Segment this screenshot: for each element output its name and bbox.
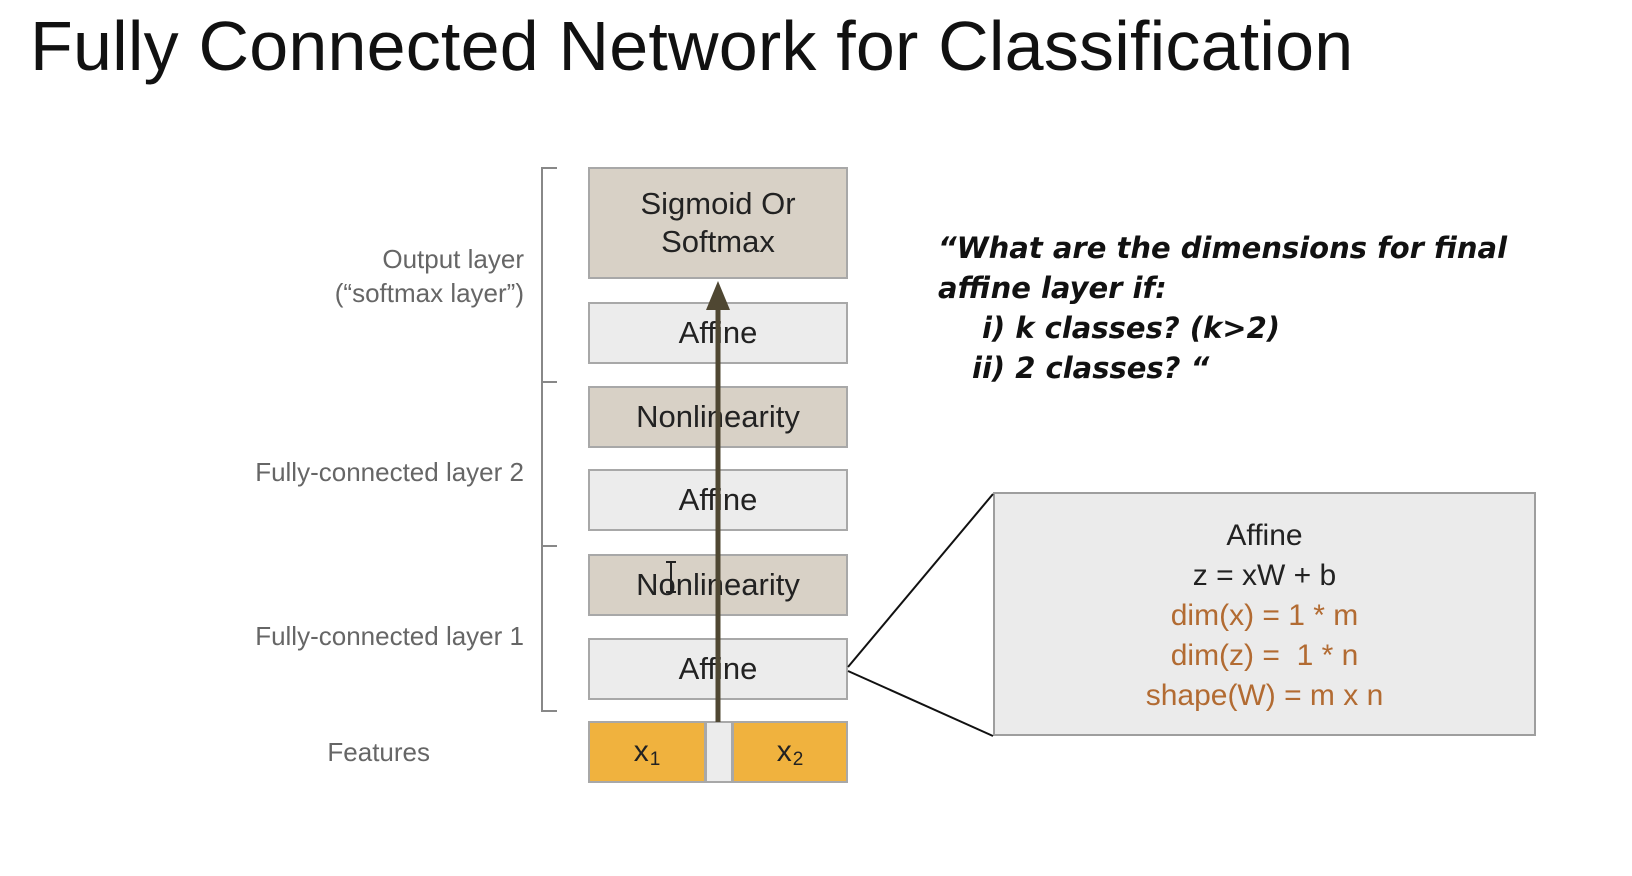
affine-detail-dim-z: dim(z) = 1 * n — [1170, 639, 1359, 672]
question-line-3: i) k classes? (k>2) — [982, 311, 1281, 345]
question-text: “What are the dimensions for final affin… — [938, 228, 1507, 388]
text-cursor-icon — [666, 561, 676, 593]
output-layer-label-line2: (“softmax layer”) — [334, 278, 524, 308]
question-line-4: ii) 2 classes? “ — [972, 351, 1210, 385]
affine-detail-dim-x: dim(x) = 1 * m — [1170, 599, 1359, 632]
affine-detail-shape-w: shape(W) = m x n — [1145, 679, 1384, 712]
question-line-1: “What are the dimensions for final — [938, 231, 1508, 265]
output-layer-bracket — [541, 167, 557, 383]
sigmoid-softmax-box: Sigmoid Or Softmax — [588, 167, 848, 279]
arrowhead-icon — [706, 281, 730, 310]
feature-x1-subscript: 1 — [649, 749, 661, 770]
feature-x2-subscript: 2 — [792, 749, 804, 770]
fc-layer-2-label: Fully-connected layer 2 — [255, 457, 524, 487]
callout-line-bottom — [847, 670, 994, 737]
slide-title: Fully Connected Network for Classificati… — [30, 7, 1354, 85]
question-line-2: affine layer if: — [938, 271, 1167, 305]
forward-arrow — [706, 281, 730, 722]
layer-brackets — [541, 167, 557, 712]
affine-detail-formula: z = xW + b — [1192, 559, 1337, 592]
output-layer-label-line1: Output layer — [382, 244, 524, 274]
output-layer-label: Output layer (“softmax layer”) — [335, 242, 524, 310]
affine-detail-box: Affine z = xW + b dim(x) = 1 * m dim(z) … — [993, 492, 1536, 736]
feature-x2-base: x — [776, 735, 792, 768]
callout-lines — [847, 493, 994, 737]
fc-layer-1-label: Fully-connected layer 1 — [255, 621, 524, 651]
fc-layer-2-bracket — [541, 382, 557, 547]
features-label: Features — [327, 737, 430, 767]
callout-line-top — [847, 493, 994, 668]
affine-detail-title: Affine — [1226, 519, 1303, 552]
feature-x1-base: x — [633, 735, 649, 768]
fc-layer-1-bracket — [541, 546, 557, 712]
